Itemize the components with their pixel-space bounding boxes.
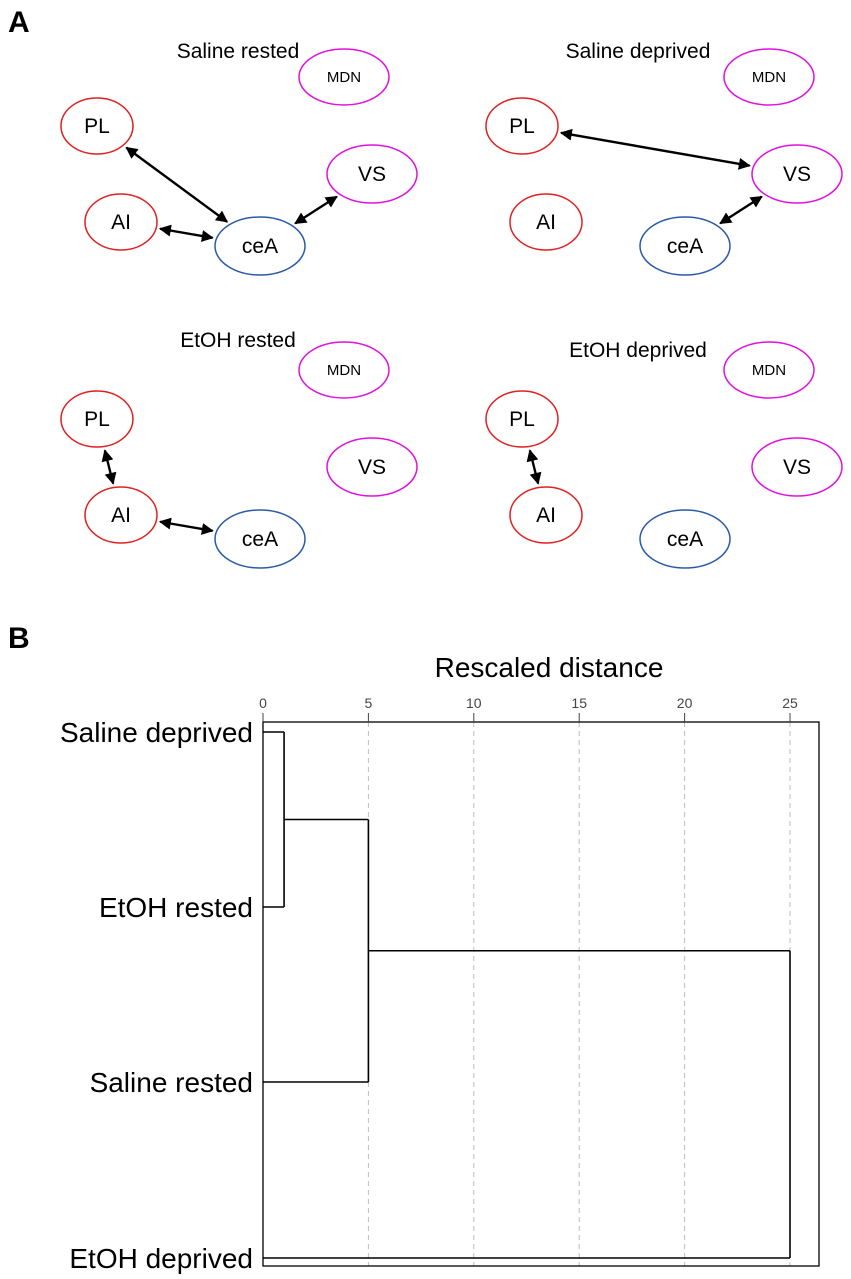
node-label-VS: VS [358,456,386,479]
connection-PL-AI [526,449,542,485]
connection-PL-AI [101,449,117,485]
node-VS [751,437,843,497]
node-PL [485,97,559,155]
node-MDN [723,48,815,106]
node-MDN [298,48,390,106]
node-label-AI: AI [536,211,556,234]
node-label-MDN: MDN [752,69,786,86]
node-label-ceA: ceA [667,235,703,258]
panel-b-letter: B [8,622,30,655]
panel-a-letter: A [8,6,30,39]
node-PL [60,390,134,448]
node-label-AI: AI [111,504,131,527]
node-label-MDN: MDN [327,69,361,86]
node-label-ceA: ceA [242,528,278,551]
node-label-PL: PL [84,115,110,138]
node-label-AI: AI [536,504,556,527]
leaf-label: Saline rested [90,1067,253,1098]
network-title: EtOH rested [180,329,296,352]
leaf-label: Saline deprived [60,717,253,748]
connection-ceA-VS [719,195,763,225]
connection-ceA-VS [294,195,338,225]
node-label-VS: VS [358,163,386,186]
node-label-PL: PL [84,408,110,431]
connection-AI-ceA [158,517,214,535]
tick-label: 20 [677,695,693,711]
node-MDN [723,341,815,399]
node-label-MDN: MDN [752,362,786,379]
connection-PL-VS [559,128,751,170]
node-PL [60,97,134,155]
tick-label: 10 [466,695,482,711]
node-VS [326,437,418,497]
tick-label: 0 [259,695,267,711]
node-VS [326,144,418,204]
node-label-PL: PL [509,115,535,138]
connection-AI-ceA [158,224,214,242]
node-label-MDN: MDN [327,362,361,379]
network-title: Saline deprived [566,40,711,63]
node-AI [509,486,583,544]
node-AI [509,193,583,251]
node-ceA [214,509,306,569]
node-label-AI: AI [111,211,131,234]
node-label-ceA: ceA [242,235,278,258]
node-MDN [298,341,390,399]
node-label-PL: PL [509,408,535,431]
network-title: Saline rested [177,40,300,63]
node-ceA [639,509,731,569]
node-AI [84,486,158,544]
network-title: EtOH deprived [569,339,707,362]
node-label-VS: VS [783,456,811,479]
node-PL [485,390,559,448]
leaf-label: EtOH deprived [69,1243,253,1274]
connection-PL-ceA [125,146,229,223]
node-label-ceA: ceA [667,528,703,551]
x-axis-title: Rescaled distance [435,652,664,683]
plot-frame [262,721,820,1267]
node-VS [751,144,843,204]
leaf-label: EtOH rested [99,892,253,923]
node-AI [84,193,158,251]
tick-label: 25 [782,695,798,711]
node-ceA [214,216,306,276]
tick-label: 15 [571,695,587,711]
node-label-VS: VS [783,163,811,186]
tick-label: 5 [365,695,373,711]
node-ceA [639,216,731,276]
